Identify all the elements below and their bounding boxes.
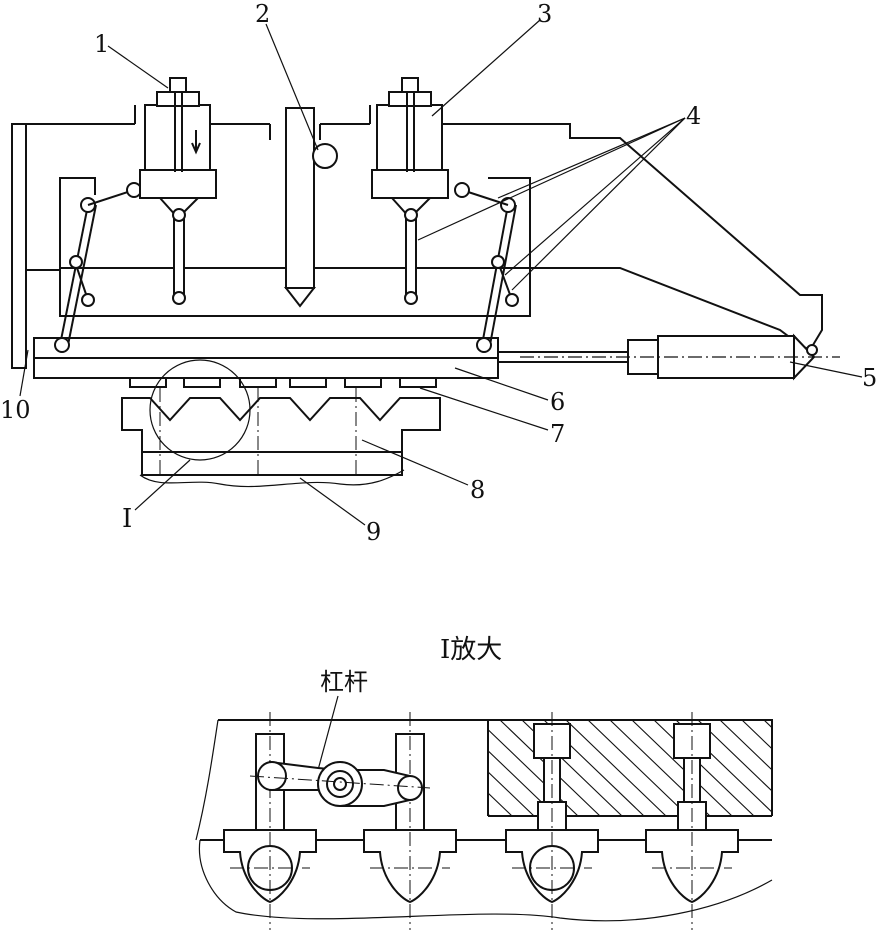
plunger bbox=[223, 712, 317, 930]
workpiece-body bbox=[121, 397, 441, 476]
hatch-line bbox=[830, 720, 883, 816]
clamp-shoe bbox=[344, 377, 382, 388]
upper-plate-edge bbox=[218, 719, 773, 816]
hatch-line bbox=[763, 720, 772, 729]
right-clamp-cylinder bbox=[371, 77, 449, 305]
plunger bbox=[645, 712, 739, 930]
hatch-line bbox=[488, 749, 557, 816]
lever-arm bbox=[249, 760, 431, 807]
section-hatching bbox=[488, 720, 883, 816]
callout-2: 2 bbox=[255, 0, 270, 28]
center-locating-pin bbox=[283, 107, 338, 308]
lever-leader bbox=[317, 695, 339, 771]
detail-circle-marker bbox=[149, 359, 251, 461]
callout-3: 3 bbox=[537, 0, 552, 28]
callout-4: 4 bbox=[686, 102, 701, 130]
hatch-line bbox=[719, 720, 772, 771]
break-line bbox=[139, 469, 405, 488]
callout-9: 9 bbox=[366, 518, 381, 546]
right-pivot-low bbox=[505, 293, 519, 307]
left-end-plate bbox=[11, 123, 27, 369]
pin-knob bbox=[312, 143, 338, 169]
clamp-shoe bbox=[399, 377, 437, 388]
left-link-arm bbox=[59, 204, 89, 346]
hydraulic-cylinder bbox=[498, 333, 840, 381]
hatch-line bbox=[697, 720, 772, 792]
main-view: 1 2 3 4 5 6 7 8 9 10 I bbox=[0, 0, 877, 546]
hatch-line bbox=[565, 720, 667, 816]
clamp-shoe bbox=[183, 377, 221, 388]
left-link-arm-2 bbox=[67, 204, 97, 346]
clamp-shoe bbox=[289, 377, 327, 388]
left-pivot-low bbox=[81, 293, 95, 307]
callout-1: 1 bbox=[94, 30, 109, 58]
hatch-line bbox=[852, 720, 883, 816]
hatch-line bbox=[587, 720, 689, 816]
lower-break-line bbox=[198, 839, 773, 922]
right-pocket bbox=[488, 177, 531, 268]
clamp-shoe bbox=[239, 377, 277, 388]
callout-10: 10 bbox=[0, 396, 31, 424]
left-pivot-bottom bbox=[54, 337, 70, 353]
hatch-line bbox=[808, 720, 883, 816]
plunger bbox=[505, 712, 599, 930]
hatch-line bbox=[653, 720, 755, 816]
hatch-line bbox=[488, 792, 513, 816]
hatch-line bbox=[741, 720, 772, 750]
callout-6: 6 bbox=[550, 388, 565, 416]
hatch-line bbox=[786, 720, 883, 816]
hatch-line bbox=[631, 720, 733, 816]
left-pivot-mid bbox=[69, 255, 83, 269]
right-pivot-bottom bbox=[476, 337, 492, 353]
lever-label: 杠杆 bbox=[320, 668, 368, 696]
detail-plungers bbox=[223, 712, 739, 930]
hatch-line bbox=[488, 728, 579, 816]
right-link-arm bbox=[481, 204, 509, 346]
left-clamp-cylinder bbox=[139, 77, 217, 305]
detail-view: I放大 杠杆 bbox=[195, 635, 883, 930]
callout-7: 7 bbox=[550, 420, 565, 448]
clamp-shoe bbox=[129, 377, 167, 388]
left-cross-pivot bbox=[126, 182, 142, 198]
left-cross-link bbox=[87, 189, 135, 206]
right-cross-pivot bbox=[454, 182, 470, 198]
plunger bbox=[363, 712, 457, 930]
callout-8: 8 bbox=[470, 476, 485, 504]
upper-plate-break bbox=[195, 719, 219, 841]
main-housing bbox=[25, 123, 823, 352]
down-arrow-icon bbox=[191, 130, 201, 155]
hatch-line bbox=[874, 720, 883, 816]
detail-marker-label: I bbox=[122, 504, 132, 534]
right-pivot-mid bbox=[491, 255, 505, 269]
leader-lines bbox=[19, 19, 863, 526]
left-pocket bbox=[59, 177, 96, 270]
hatch-line bbox=[488, 771, 535, 816]
clamp-shoes bbox=[129, 377, 437, 388]
callout-5: 5 bbox=[862, 364, 877, 392]
detail-title: I放大 bbox=[440, 635, 502, 665]
